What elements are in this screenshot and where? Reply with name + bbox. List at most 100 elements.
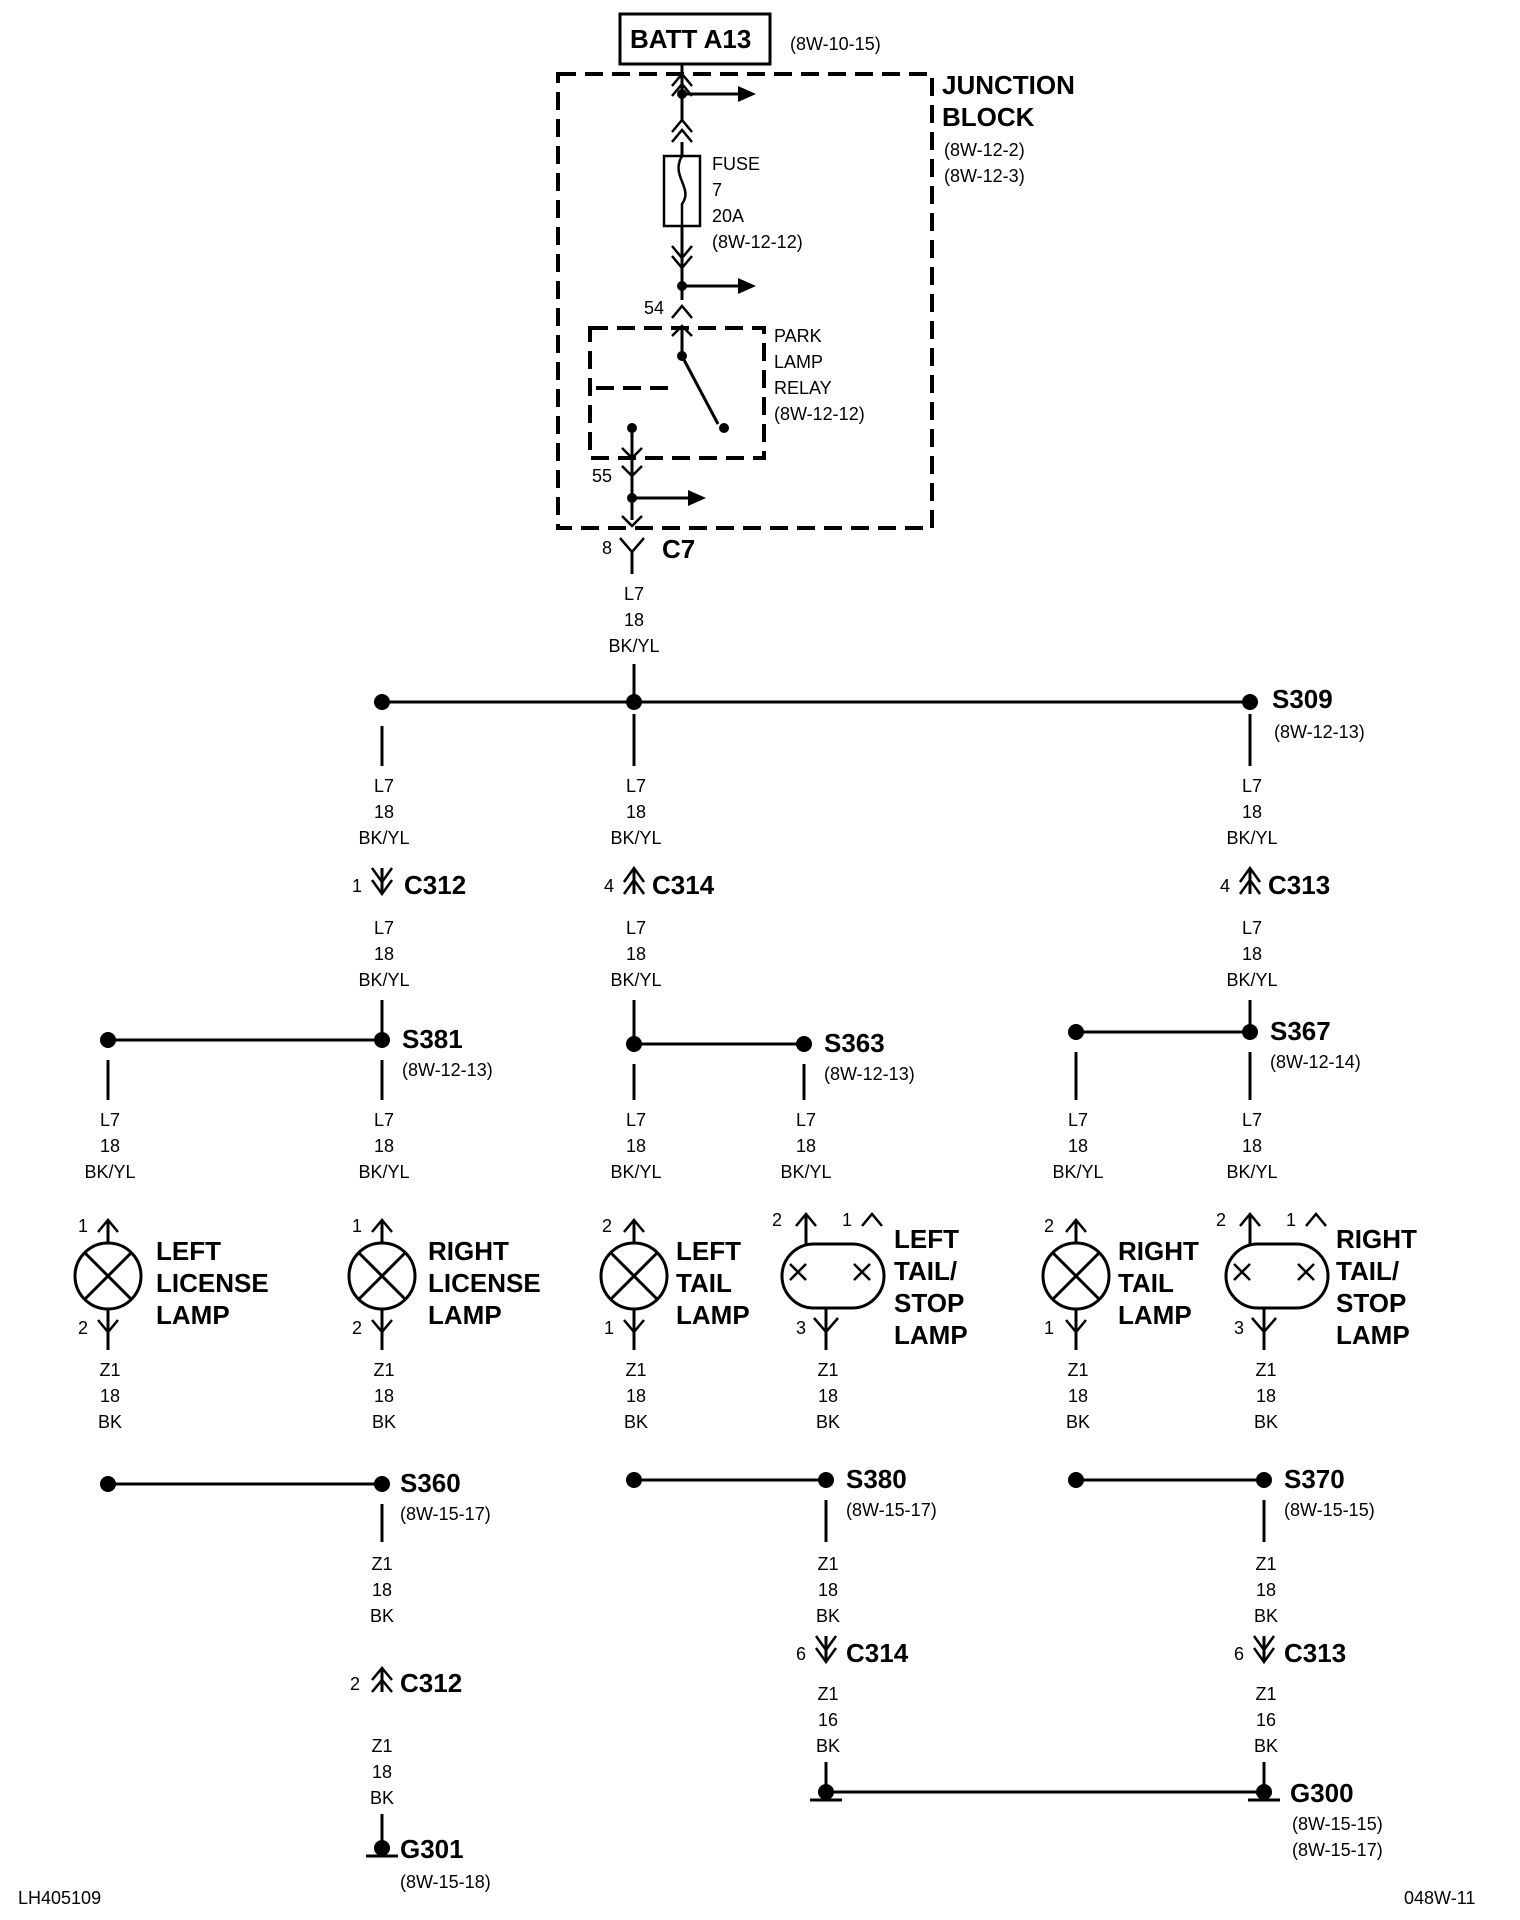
right-license-pin-top: 1 — [352, 1216, 362, 1236]
left-license-l1: LEFT — [156, 1236, 221, 1266]
wire-gauge: 18 — [374, 1386, 394, 1406]
wire-gauge: 18 — [626, 944, 646, 964]
lamp-filament — [1297, 1263, 1315, 1281]
relay-line-1: PARK — [774, 326, 822, 346]
junction-title-2: BLOCK — [942, 102, 1035, 132]
s360-label: S360 — [400, 1468, 461, 1498]
relay-contact — [719, 423, 729, 433]
wire-gauge: 18 — [374, 1136, 394, 1156]
splice-dot — [100, 1476, 116, 1492]
wire-gauge: 18 — [1068, 1386, 1088, 1406]
c313a-pin: 4 — [1220, 876, 1230, 896]
c314b-label: C314 — [846, 1638, 909, 1668]
wire-gauge: 16 — [818, 1710, 838, 1730]
wire-circuit: Z1 — [371, 1554, 392, 1574]
wire-circuit: Z1 — [373, 1360, 394, 1380]
wire-color: BK — [1254, 1606, 1278, 1626]
wire-color: BK — [370, 1788, 394, 1808]
s370-label: S370 — [1284, 1464, 1345, 1494]
lamp-filament — [1233, 1263, 1251, 1281]
wire-color: BK/YL — [358, 970, 409, 990]
wire-gauge: 18 — [1242, 1136, 1262, 1156]
c314b-pin: 6 — [796, 1644, 806, 1664]
wire-circuit: Z1 — [1255, 1554, 1276, 1574]
wire-circuit: Z1 — [817, 1360, 838, 1380]
wire-circuit: L7 — [1242, 918, 1262, 938]
wire-circuit: L7 — [626, 918, 646, 938]
wire-gauge: 18 — [1242, 802, 1262, 822]
left-tail-stop-l2: TAIL/ — [894, 1256, 957, 1286]
wire-gauge: 18 — [1242, 944, 1262, 964]
s309-label: S309 — [1272, 684, 1333, 714]
c314a-label: C314 — [652, 870, 715, 900]
wire-gauge: 18 — [626, 1386, 646, 1406]
splice-s380 — [818, 1472, 834, 1488]
lamp-cross — [83, 1251, 133, 1301]
right-tail-stop-pin-bot: 3 — [1234, 1318, 1244, 1338]
wire-gauge: 18 — [624, 610, 644, 630]
wire-circuit: Z1 — [817, 1554, 838, 1574]
wire-gauge: 18 — [818, 1580, 838, 1600]
wire-circuit: L7 — [796, 1110, 816, 1130]
junction-ref-2: (8W-12-3) — [944, 166, 1025, 186]
right-tail-stop-lamp-icon — [1224, 1242, 1330, 1310]
wire-color: BK — [370, 1606, 394, 1626]
left-tail-l1: LEFT — [676, 1236, 741, 1266]
right-tail-stop-l2: TAIL/ — [1336, 1256, 1399, 1286]
g300-ref-2: (8W-15-17) — [1292, 1840, 1383, 1860]
wire-gauge: 18 — [374, 944, 394, 964]
wire-color: BK/YL — [1226, 828, 1277, 848]
arrow-head — [738, 86, 756, 102]
relay-ref: (8W-12-12) — [774, 404, 865, 424]
c313a-label: C313 — [1268, 870, 1330, 900]
right-tail-stop-l3: STOP — [1336, 1288, 1406, 1318]
wire-gauge: 16 — [1256, 1710, 1276, 1730]
connector-mark — [621, 447, 643, 460]
relay-pin-54: 54 — [644, 298, 664, 318]
junction-ref-1: (8W-12-2) — [944, 140, 1025, 160]
right-tail-stop-pin-b: 1 — [1286, 1210, 1296, 1230]
wire-color: BK — [372, 1412, 396, 1432]
c312b-pin: 2 — [350, 1674, 360, 1694]
wire-color: BK — [816, 1736, 840, 1756]
left-tail-pin-bot: 1 — [604, 1318, 614, 1338]
splice-s381 — [374, 1032, 390, 1048]
wire-color: BK/YL — [1052, 1162, 1103, 1182]
splice-dot — [1068, 1472, 1084, 1488]
relay-contact — [627, 423, 637, 433]
relay-switch-arm — [680, 355, 720, 425]
wire-gauge: 18 — [626, 802, 646, 822]
lamp-cross — [609, 1251, 659, 1301]
park-lamp-relay-outline — [588, 326, 766, 460]
wire-circuit: L7 — [374, 918, 394, 938]
wire-color: BK/YL — [608, 636, 659, 656]
left-tail-pin-top: 2 — [602, 1216, 612, 1236]
lamp-filament — [789, 1263, 807, 1281]
wire-gauge: 18 — [1068, 1136, 1088, 1156]
arrow-head — [688, 490, 706, 506]
connector-mark — [671, 255, 693, 270]
wire-color: BK — [98, 1412, 122, 1432]
s380-label: S380 — [846, 1464, 907, 1494]
s363-label: S363 — [824, 1028, 885, 1058]
wire-color: BK — [1254, 1736, 1278, 1756]
splice-s363 — [796, 1036, 812, 1052]
batt-ref: (8W-10-15) — [790, 34, 881, 54]
wire-circuit: Z1 — [1067, 1360, 1088, 1380]
connector-mark — [671, 245, 693, 260]
g301-ref: (8W-15-18) — [400, 1872, 491, 1892]
s380-ref: (8W-15-17) — [846, 1500, 937, 1520]
g300-ref-1: (8W-15-15) — [1292, 1814, 1383, 1834]
c312a-pin: 1 — [352, 876, 362, 896]
right-tail-stop-l4: LAMP — [1336, 1320, 1410, 1350]
splice-dot — [626, 1036, 642, 1052]
splice-s309 — [1242, 694, 1258, 710]
wire-gauge: 18 — [1256, 1580, 1276, 1600]
fuse-element — [677, 155, 687, 226]
left-license-pin-bot: 2 — [78, 1318, 88, 1338]
splice-s370 — [1256, 1472, 1272, 1488]
left-tail-stop-pin-b: 1 — [842, 1210, 852, 1230]
footer-right-code: 048W-11 — [1404, 1888, 1475, 1908]
left-tail-stop-l1: LEFT — [894, 1224, 959, 1254]
batt-label: BATT A13 — [630, 24, 751, 54]
